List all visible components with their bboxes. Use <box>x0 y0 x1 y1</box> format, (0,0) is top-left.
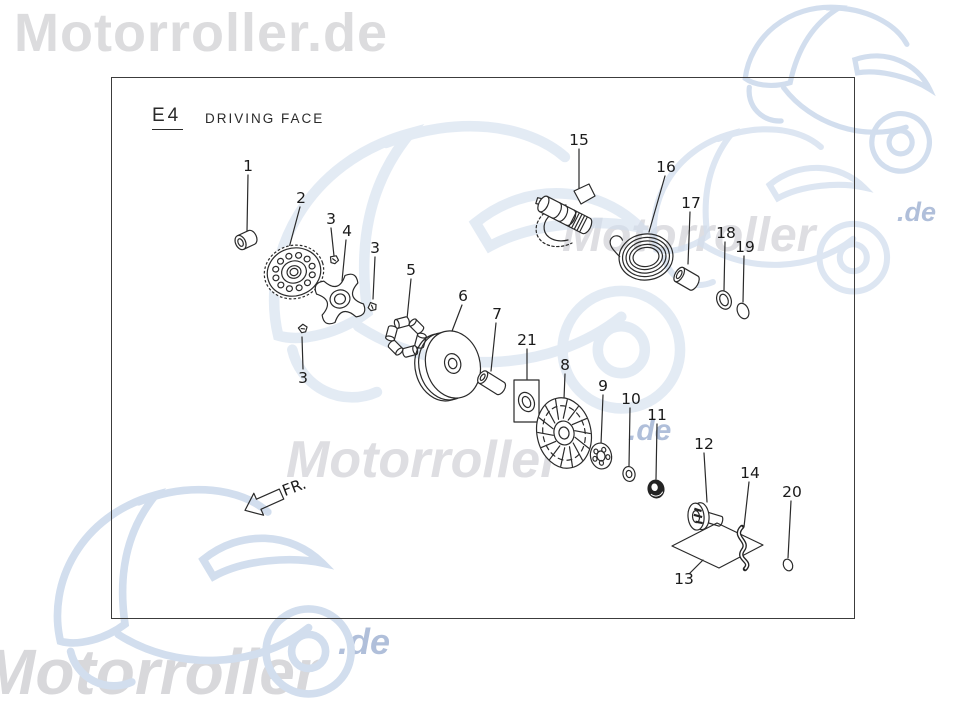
leader-20 <box>787 500 792 559</box>
callout-3a: 3 <box>326 210 336 228</box>
callout-3c: 3 <box>298 369 308 387</box>
section-title: DRIVING FACE <box>205 111 325 126</box>
callout-13: 13 <box>674 570 694 588</box>
leader-10 <box>628 407 631 467</box>
leader-12 <box>703 452 708 503</box>
part-9-ratchet-plate <box>589 442 613 470</box>
watermark-center-domain: .de <box>628 414 672 447</box>
diagram-border <box>111 77 855 619</box>
fr-label: FR. <box>280 475 309 500</box>
callout-6: 6 <box>458 287 468 305</box>
part-21-o-ring-boxed <box>513 379 540 423</box>
part-2-drive-gear <box>263 244 325 300</box>
part-12-kickstart-drive-gear <box>687 502 724 531</box>
callout-11: 11 <box>647 406 667 424</box>
leader-9 <box>600 394 604 445</box>
callout-3b: 3 <box>370 239 380 257</box>
leader-11 <box>655 423 658 480</box>
front-direction-arrow: FR. <box>244 475 309 516</box>
leader-17 <box>687 211 691 265</box>
part-16-return-spring <box>609 233 674 281</box>
part-15-kickstart-spindle <box>535 183 596 248</box>
part-8-drive-face-fan <box>535 397 593 469</box>
callout-12: 12 <box>694 435 714 453</box>
leader-2 <box>288 206 301 249</box>
leader-7 <box>490 322 497 372</box>
callout-9: 9 <box>598 377 608 395</box>
watermark-top-logo: Motorroller.de <box>14 3 389 63</box>
callout-8: 8 <box>560 356 570 374</box>
section-code: E4 <box>152 105 184 130</box>
leader-19 <box>742 255 745 303</box>
callout-7: 7 <box>492 305 502 323</box>
callout-labels: 1 2 3 4 3 3 5 6 7 21 8 9 10 11 15 16 17 … <box>243 131 802 588</box>
leader-13 <box>689 559 704 574</box>
callout-4: 4 <box>342 222 352 240</box>
callout-16: 16 <box>656 158 676 176</box>
leader-5 <box>406 278 412 320</box>
callout-18: 18 <box>716 224 736 242</box>
part-3-slider-clip <box>329 255 340 265</box>
watermark-center-brand: Motorroller <box>286 431 561 489</box>
leader-4 <box>341 239 347 282</box>
part-6-movable-drive-face <box>414 330 482 402</box>
leader-3b <box>372 256 376 300</box>
part-19-circlip <box>736 302 750 320</box>
callout-21: 21 <box>517 331 537 349</box>
watermark-right-domain: .de <box>897 197 937 227</box>
callout-2: 2 <box>296 189 306 207</box>
callout-14: 14 <box>740 464 760 482</box>
callout-17: 17 <box>681 194 701 212</box>
callout-15: 15 <box>569 131 589 149</box>
leader-3c <box>301 336 304 370</box>
leader-3a <box>330 227 335 257</box>
callout-1: 1 <box>243 157 253 175</box>
callout-5: 5 <box>406 261 416 279</box>
leader-14 <box>743 481 750 528</box>
part-10-washer <box>622 465 636 483</box>
part-13-cover-plate <box>671 522 764 569</box>
leader-1 <box>246 174 249 232</box>
part-1-spacer-bushing <box>234 229 258 251</box>
part-18-o-ring <box>715 290 733 310</box>
part-17-bushing <box>673 266 700 291</box>
leader-18 <box>723 241 726 291</box>
callout-19: 19 <box>735 238 755 256</box>
part-3-slider-clip <box>367 301 377 312</box>
part-3-slider-clip <box>297 323 308 334</box>
part-4-ramp-plate <box>314 273 366 325</box>
callout-10: 10 <box>621 390 641 408</box>
part-14-spring-clip <box>736 524 750 572</box>
leader-8 <box>563 373 566 400</box>
part-20-o-ring-small <box>782 558 794 572</box>
part-7-spacer-sleeve <box>477 370 507 396</box>
leader-16 <box>648 175 666 233</box>
part-11-nut <box>647 479 665 499</box>
callout-20: 20 <box>782 483 802 501</box>
